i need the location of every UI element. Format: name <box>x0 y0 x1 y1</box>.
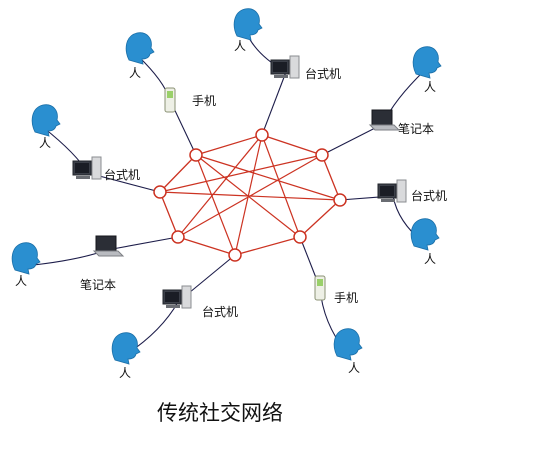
person-head-icon <box>11 242 41 275</box>
tower-shape <box>91 156 102 180</box>
device-label: 手机 <box>334 291 358 305</box>
desktop-icon <box>72 156 102 180</box>
head-shape <box>111 332 141 365</box>
mesh-edge <box>234 236 301 256</box>
person-label: 人 <box>348 361 360 375</box>
person-head-icon <box>125 32 155 65</box>
person-head-icon <box>410 218 440 251</box>
device-label: 台式机 <box>104 167 140 182</box>
head-shape <box>412 46 442 79</box>
mesh-edge <box>321 154 341 201</box>
person-label: 人 <box>15 274 27 288</box>
desktop-icon <box>162 285 192 309</box>
head-shape <box>410 218 440 251</box>
person-label: 人 <box>424 80 436 94</box>
laptop-icon <box>92 235 125 257</box>
phone-screen <box>317 279 323 286</box>
mesh-chord <box>195 154 341 201</box>
network-node <box>171 230 185 244</box>
mesh-edge <box>261 134 323 156</box>
stand-shape <box>76 176 90 179</box>
device-label: 台式机 <box>202 304 238 319</box>
screen-shape <box>273 62 287 72</box>
screen-shape <box>75 163 89 173</box>
diagram-title: 传统社交网络 <box>157 401 283 425</box>
network-mesh <box>153 128 347 262</box>
network-node <box>153 185 167 199</box>
network-node <box>189 148 203 162</box>
phone-screen <box>167 91 173 98</box>
mesh-edge <box>159 191 179 238</box>
mesh-chord <box>159 191 341 201</box>
device-label: 台式机 <box>411 188 447 203</box>
screen-shape <box>380 186 394 196</box>
tower-shape <box>289 55 300 79</box>
laptop-screen <box>95 235 117 252</box>
laptop-screen <box>371 109 393 126</box>
mesh-chord <box>261 134 301 238</box>
mesh-edge <box>159 154 197 193</box>
network-node <box>293 230 307 244</box>
laptop-base <box>368 124 401 131</box>
head-shape <box>31 104 61 137</box>
device-label: 笔记本 <box>398 121 434 136</box>
person-label: 人 <box>119 366 131 380</box>
network-node <box>255 128 269 142</box>
stand-shape <box>381 199 395 202</box>
person-label: 人 <box>129 66 141 80</box>
laptop-base <box>92 250 125 257</box>
person-head-icon <box>412 46 442 79</box>
device-node-link <box>321 123 384 156</box>
network-node <box>315 148 329 162</box>
tower-shape <box>396 179 407 203</box>
mesh-chord <box>195 154 236 256</box>
mesh-chord <box>195 154 301 238</box>
person-head-icon <box>31 104 61 137</box>
mesh-edge <box>177 236 236 256</box>
device-node-link <box>106 236 179 251</box>
head-shape <box>233 8 263 41</box>
phone-icon <box>164 87 176 113</box>
person-head-icon <box>333 328 363 361</box>
tower-shape <box>181 285 192 309</box>
stand-shape <box>166 305 180 308</box>
desktop-icon <box>377 179 407 203</box>
desktop-icon <box>270 55 300 79</box>
head-shape <box>11 242 41 275</box>
person-head-icon <box>111 332 141 365</box>
device-node-link <box>261 71 287 136</box>
network-node <box>333 193 347 207</box>
person-label: 人 <box>234 39 246 53</box>
device-label: 手机 <box>192 94 216 108</box>
head-shape <box>333 328 363 361</box>
person-label: 人 <box>39 136 51 150</box>
person-head-icon <box>233 8 263 41</box>
screen-shape <box>165 292 179 302</box>
stand-shape <box>274 75 288 78</box>
mesh-chord <box>159 154 323 193</box>
mesh-edge <box>299 199 341 238</box>
laptop-icon <box>368 109 401 131</box>
person-label: 人 <box>424 252 436 266</box>
mesh-chord <box>234 134 263 256</box>
phone-icon <box>314 275 326 301</box>
mesh-edge <box>195 134 263 156</box>
device-label: 台式机 <box>305 66 341 81</box>
network-node <box>228 248 242 262</box>
mesh-chord <box>177 134 263 238</box>
head-shape <box>125 32 155 65</box>
device-label: 笔记本 <box>80 277 116 292</box>
